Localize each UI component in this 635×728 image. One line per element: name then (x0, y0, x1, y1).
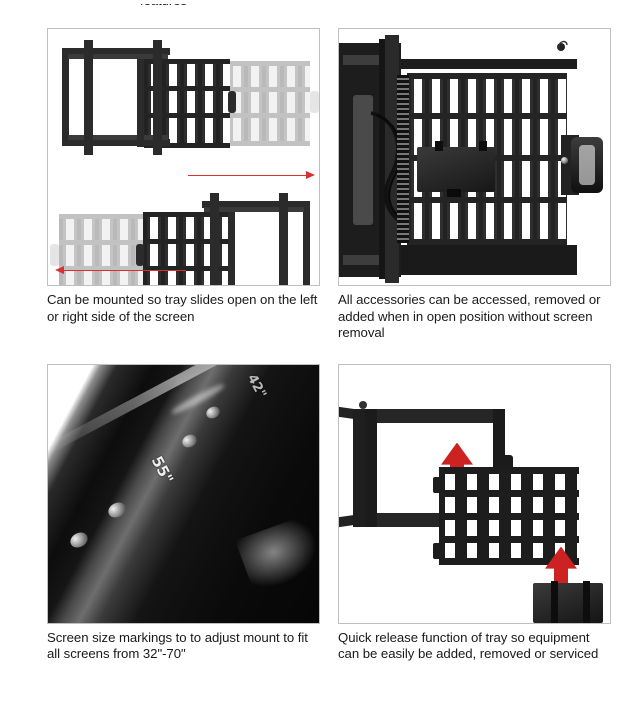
panel-caption: Can be mounted so tray slides open on th… (47, 292, 318, 324)
panel-caption: Screen size markings to to adjust mount … (47, 629, 308, 662)
bracket-left-post (62, 48, 69, 146)
panel-left-right-mount: Can be mounted so tray slides open on th… (47, 28, 320, 342)
screen-size-marking-closeup-photo: 55" 42" (47, 363, 320, 624)
bracket-right-post-2 (303, 201, 310, 285)
wall-plate-detail-bottom (343, 255, 383, 265)
tray-hinge-top (137, 59, 144, 147)
open-position-accessory-tray-photo (338, 28, 611, 286)
vesa-post-left (84, 40, 93, 155)
cable-bundle-icon (370, 111, 412, 227)
photo-artwork-size-markings: 55" 42" (48, 364, 319, 623)
feature-row-2: 55" 42" Screen size markings to to adjus… (47, 363, 611, 663)
diagram-artwork-quick-release (339, 365, 610, 623)
bracket-upper-plate (68, 54, 168, 59)
equipment-box (533, 582, 603, 623)
size-marking-42: 42" (243, 371, 269, 401)
feature-grid: Can be mounted so tray slides open on th… (47, 28, 611, 663)
bracket-upper-plate-2 (204, 207, 304, 212)
photo-artwork-open-tray (339, 29, 610, 285)
mounting-hole-3 (105, 499, 129, 520)
handle-screw (561, 157, 568, 164)
panel-screen-size-markings: 55" 42" Screen size markings to to adjus… (47, 363, 320, 663)
mounting-hole-1 (204, 403, 222, 421)
release-pin-ring-icon (558, 40, 568, 50)
device-connector (447, 189, 461, 197)
vesa-post-left-2 (210, 193, 219, 285)
panel-caption: All accessories can be accessed, removed… (338, 292, 601, 340)
release-pin (557, 43, 565, 51)
mounted-accessory-device (417, 147, 495, 192)
tray-handle-bottom (136, 244, 144, 266)
bracket-bottom-rail (62, 139, 170, 146)
removable-equipment-tray (439, 466, 579, 565)
tray-clip-top (433, 476, 441, 493)
mounting-hole-4 (67, 529, 91, 550)
wall-plate-detail-top (343, 55, 383, 65)
quick-release-tray-diagram (338, 363, 611, 624)
bracket-lower-plate (68, 135, 168, 140)
device-strap-right (479, 141, 487, 151)
equipment-strap-left (551, 580, 558, 623)
mounting-hole-2 (180, 431, 199, 450)
vesa-post-right-2 (279, 193, 288, 285)
size-marking-55: 55" (147, 452, 178, 487)
ghost-tray-handle-left (50, 244, 59, 266)
specular-highlight-3 (235, 512, 319, 597)
slide-direction-arrow-right-head (306, 171, 315, 179)
slide-direction-arrow-left (64, 270, 186, 271)
tray-handle-opening (579, 145, 595, 185)
device-strap-left (435, 141, 443, 151)
panel-accessory-access: All accessories can be accessed, removed… (338, 28, 611, 342)
diagram-artwork-slide-directions (48, 29, 319, 285)
panel-quick-release: Quick release function of tray so equipm… (338, 363, 611, 663)
bracket-top-rail (62, 48, 170, 55)
tray-clip-bottom (433, 542, 441, 559)
cut-off-heading-fragment: features (140, 4, 260, 16)
equipment-strap-right (583, 580, 590, 623)
bracket-frame-left (365, 408, 377, 527)
cooling-fins (397, 75, 409, 243)
bracket-release-pin (359, 400, 367, 409)
tray-hinge-bottom (228, 212, 235, 285)
ghost-tray-handle (310, 91, 319, 113)
tray-top-rail (401, 59, 577, 69)
bracket-top-rail-2 (202, 201, 310, 208)
hinge-column (385, 35, 399, 283)
pivot-arm-quick-release (353, 408, 367, 527)
panel-caption: Quick release function of tray so equipm… (338, 629, 599, 662)
slide-direction-arrow-left-head (55, 266, 64, 274)
tray-handle-top (228, 91, 236, 113)
ghost-tray-right (226, 61, 310, 146)
bracket-open-area-2 (256, 212, 300, 285)
ghost-tray-left (59, 214, 143, 285)
vesa-post-right (153, 40, 162, 155)
gas-strut (353, 95, 373, 225)
slide-direction-arrow-right (188, 175, 310, 176)
tray-bottom-rail (401, 245, 577, 275)
mount-slide-left-or-right-diagram (47, 28, 320, 286)
bracket-open-area (72, 59, 116, 135)
feature-row-1: Can be mounted so tray slides open on th… (47, 28, 611, 342)
bracket-frame-top (365, 408, 505, 423)
